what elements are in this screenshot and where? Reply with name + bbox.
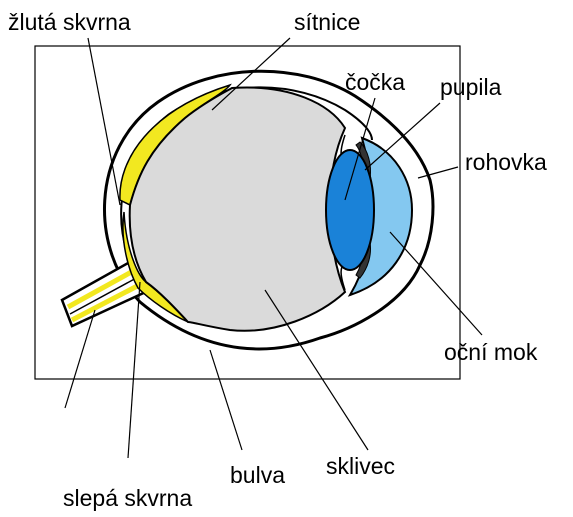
label-macula: žlutá skvrna xyxy=(8,9,131,35)
label-vitreous: sklivec xyxy=(326,453,395,479)
label-lens: čočka xyxy=(345,69,405,95)
label-blind-spot: slepá skvrna xyxy=(63,485,192,511)
label-cornea: rohovka xyxy=(465,149,547,175)
label-pupil: pupila xyxy=(440,74,502,100)
label-retina: sítnice xyxy=(294,9,360,35)
label-aqueous: oční mok xyxy=(444,339,538,365)
label-bulb: bulva xyxy=(230,462,285,488)
